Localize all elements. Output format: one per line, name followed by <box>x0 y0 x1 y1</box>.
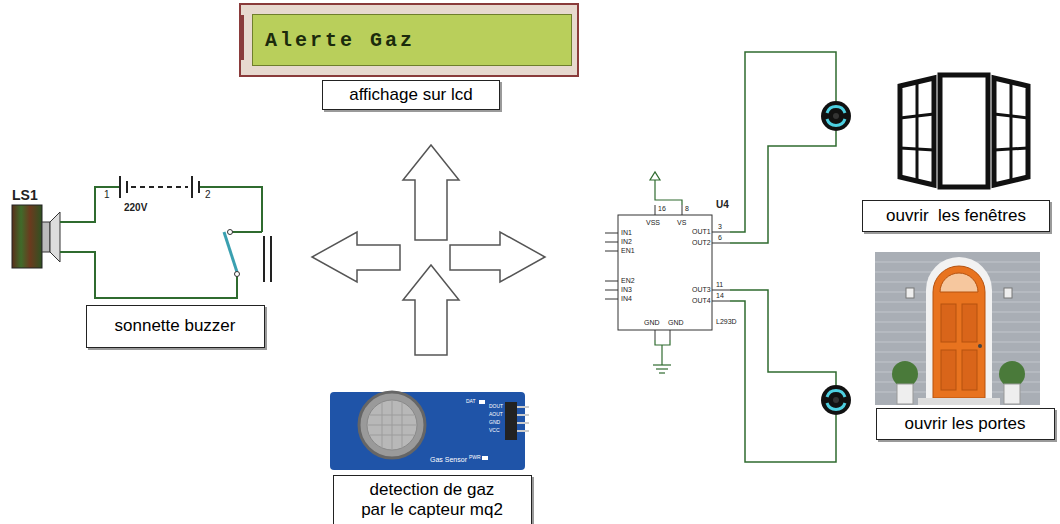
pin-number: 2 <box>205 190 211 200</box>
pin-name: VSS <box>646 219 660 226</box>
pin-name: OUT2 <box>692 239 711 246</box>
node-text: detection de gaz par le capteur mq2 <box>357 480 507 519</box>
part-name: LS1 <box>12 188 38 202</box>
pin-name: OUT3 <box>692 286 711 293</box>
pin-name: EN2 <box>621 277 635 284</box>
node-text: affichage sur lcd <box>349 85 472 105</box>
pin-number: 3 <box>718 223 722 230</box>
motor-symbol <box>821 101 851 131</box>
node-text: Alerte Gaz <box>265 29 415 52</box>
pin-name: OUT4 <box>692 297 711 304</box>
pin-name: VS <box>677 219 686 226</box>
pin-name: DOUT <box>489 404 503 409</box>
pin-number: 8 <box>685 205 689 212</box>
buzzer-circuit <box>12 176 271 298</box>
pin-number: 1 <box>104 190 110 200</box>
pin-number: 6 <box>718 234 722 241</box>
caption-box: ouvrir les portes <box>876 408 1055 440</box>
board-name: Gas Sensor <box>430 456 467 463</box>
node-text: sonnette buzzer <box>115 316 236 336</box>
pin-name: GND <box>668 319 684 326</box>
motor-symbol <box>821 385 851 415</box>
pin-name: IN3 <box>621 286 632 293</box>
pin-name: AOUT <box>489 412 503 417</box>
gas-sensor-board <box>330 392 529 470</box>
motor-driver-chip <box>605 52 836 462</box>
pin-number: 11 <box>716 281 723 288</box>
block-arrows <box>312 145 545 355</box>
caption-box: detection de gaz par le capteur mq2 <box>333 475 532 524</box>
pin-number: 14 <box>716 292 724 299</box>
caption-box: affichage sur lcd <box>322 80 500 110</box>
voltage-label: 220V <box>124 203 147 213</box>
lcd-frame <box>240 4 578 76</box>
pin-name: IN2 <box>621 238 632 245</box>
lcd-screen: Alerte Gaz <box>252 14 572 66</box>
pin-name: GND <box>489 420 500 425</box>
pin-name: VCC <box>489 428 500 433</box>
pin-name: IN4 <box>621 295 632 302</box>
pin-name: PWR <box>469 455 481 460</box>
part-name: U4 <box>716 200 729 210</box>
node-text: ouvrir les fenêtres <box>886 206 1026 226</box>
pin-name: EN1 <box>621 247 635 254</box>
pin-number: 16 <box>658 205 666 212</box>
pin-name: IN1 <box>621 229 632 236</box>
caption-box: sonnette buzzer <box>86 305 265 348</box>
pin-name: GND <box>644 319 660 326</box>
part-name: L293D <box>716 318 737 325</box>
lcd-connector <box>240 15 244 60</box>
node-text: ouvrir les portes <box>905 414 1026 434</box>
pin-name: DAT <box>466 399 476 404</box>
pin-name: OUT1 <box>692 228 711 235</box>
caption-box: ouvrir les fenêtres <box>862 200 1050 232</box>
window-picture <box>900 75 1028 187</box>
door-picture <box>875 252 1040 405</box>
